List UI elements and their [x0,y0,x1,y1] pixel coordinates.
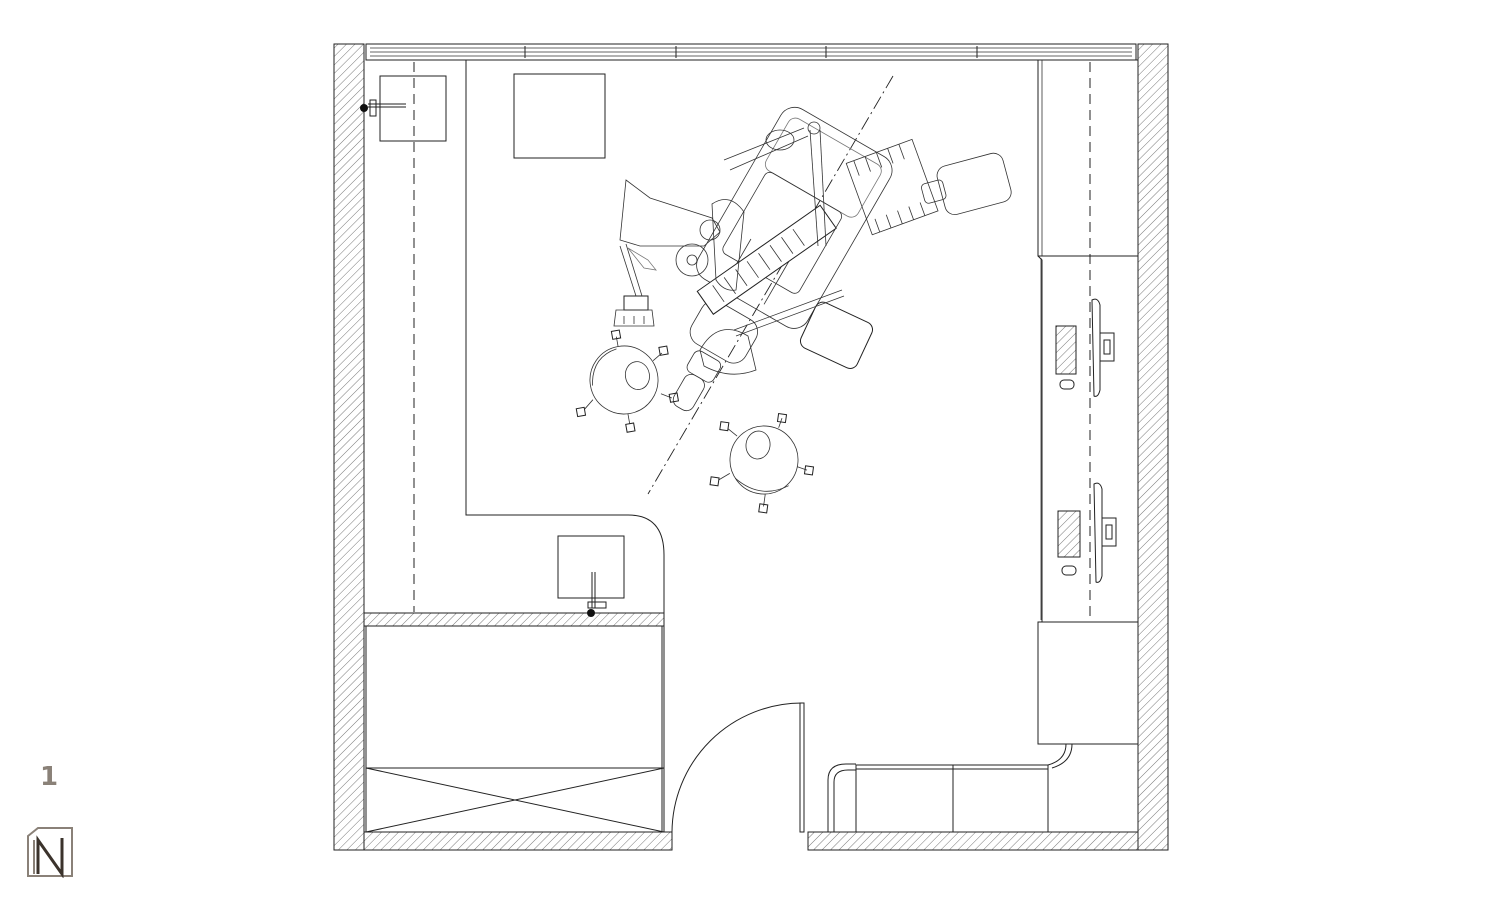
assistant-arm [699,199,845,375]
right-wall [1137,43,1169,851]
overhead-lamp [723,121,827,247]
n-monogram-logo [26,826,74,883]
faucet-top [360,99,406,117]
spittoon-unit [921,152,1012,216]
side-cabinet [513,73,606,159]
right-desk [1037,59,1139,745]
delivery-arm [613,179,721,327]
left-counter [360,60,665,617]
left-wall [333,43,365,851]
mouse-1 [1059,379,1075,390]
faucet-bottom [587,572,607,617]
monitor-1 [1091,298,1101,397]
keyboard-2 [1057,510,1081,558]
instrument-tray [845,138,939,236]
bottom-wall-right [807,831,1139,851]
dental-chair-unit [613,75,1012,495]
storage-closet [365,625,665,833]
dentist-stool [575,329,680,433]
partition-wall [363,612,665,627]
chair-backrest-panel [696,204,837,315]
monitor-2 [1093,482,1103,583]
window [365,43,1137,61]
low-cabinet [827,743,1073,833]
assistant-stool [709,413,815,514]
foot-control [799,301,874,369]
sheet-number: 1 [40,762,59,792]
workstation-1 [1055,298,1115,397]
sink-bottom [557,535,625,599]
keyboard-1 [1055,325,1077,375]
entrance-door [671,702,805,833]
sink-top [379,75,447,142]
bottom-wall-left [363,831,673,851]
walls [333,43,1169,851]
mouse-2 [1061,565,1077,576]
workstation-2 [1057,482,1117,583]
